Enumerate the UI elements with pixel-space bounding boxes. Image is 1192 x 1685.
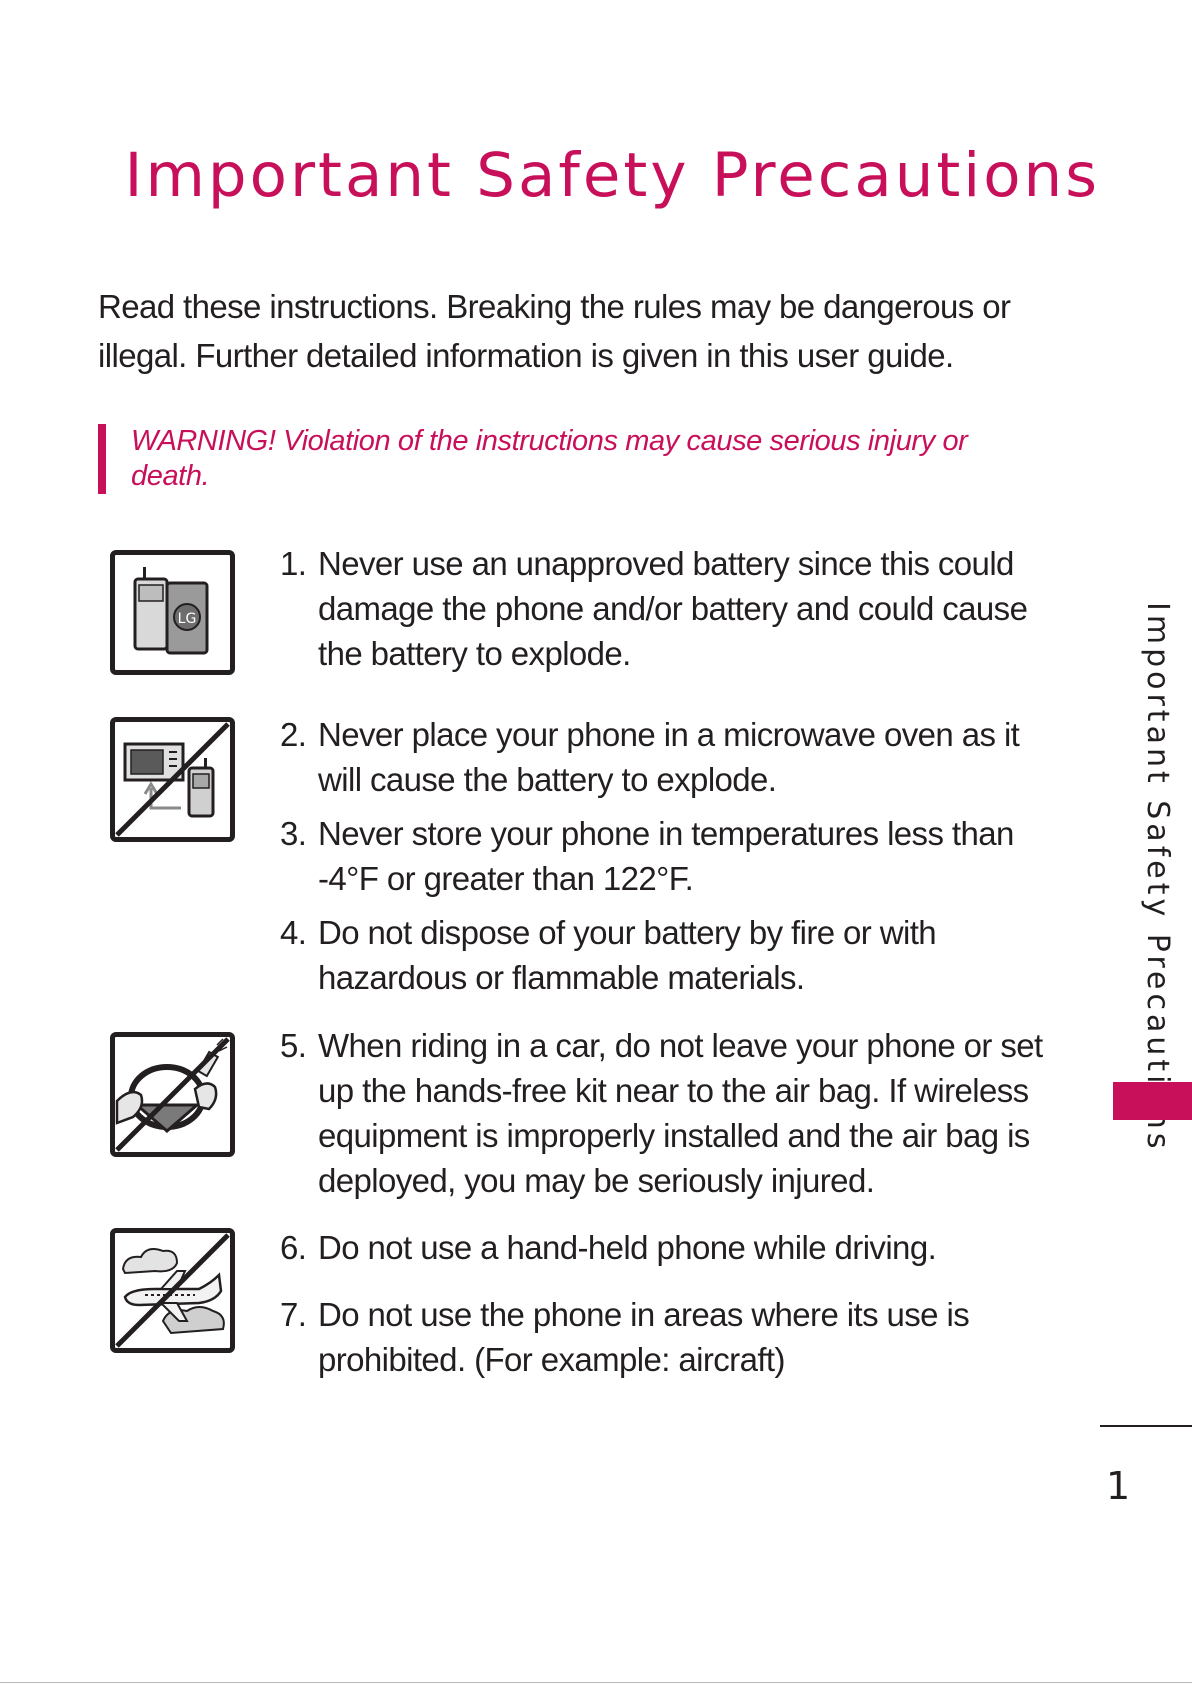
airbag-prohibited-icon [110, 1032, 235, 1157]
list-item-number: 6. [280, 1229, 307, 1266]
warning-callout: WARNING! Violation of the instructions m… [98, 424, 1051, 494]
list-item-number: 1. [280, 545, 307, 582]
list-item-text: Do not use a hand-held phone while drivi… [318, 1229, 937, 1266]
list-item-text: Never use an unapproved battery since th… [318, 545, 1028, 672]
list-item: 2. Never place your phone in a microwave… [280, 712, 1060, 802]
list-item: 1. Never use an unapproved battery since… [280, 541, 1060, 676]
list-item: 3. Never store your phone in temperature… [280, 811, 1060, 901]
list-item: 7. Do not use the phone in areas where i… [280, 1292, 1060, 1382]
list-item-number: 5. [280, 1027, 307, 1064]
bottom-divider [0, 1682, 1192, 1683]
section-tab-marker [1113, 1082, 1192, 1120]
list-item-number: 4. [280, 914, 307, 951]
page-title: Important Safety Precautions [124, 140, 1100, 211]
intro-paragraph: Read these instructions. Breaking the ru… [98, 288, 1011, 374]
microwave-prohibited-icon [110, 717, 235, 842]
side-section-label: Important Safety Precautions [1140, 602, 1175, 1153]
list-item-text: Do not dispose of your battery by fire o… [318, 914, 937, 996]
list-item-number: 2. [280, 716, 307, 753]
list-item-number: 7. [280, 1296, 307, 1333]
list-item: 4. Do not dispose of your battery by fir… [280, 910, 1060, 1000]
list-item-text: Do not use the phone in areas where its … [318, 1296, 970, 1378]
battery-logo-text: LG [178, 611, 197, 627]
list-item-number: 3. [280, 815, 307, 852]
list-item: 6. Do not use a hand-held phone while dr… [280, 1225, 1060, 1270]
list-item-text: Never place your phone in a microwave ov… [318, 716, 1020, 798]
warning-text: WARNING! Violation of the instructions m… [131, 425, 968, 492]
aircraft-prohibited-icon [110, 1228, 235, 1353]
list-item: 5. When riding in a car, do not leave yo… [280, 1023, 1060, 1203]
list-item-text: Never store your phone in temperatures l… [318, 815, 1014, 897]
page-number-rule [1100, 1425, 1192, 1427]
battery-icon: LG [110, 550, 235, 675]
page-number: 1 [1106, 1464, 1131, 1508]
list-item-text: When riding in a car, do not leave your … [318, 1027, 1043, 1199]
